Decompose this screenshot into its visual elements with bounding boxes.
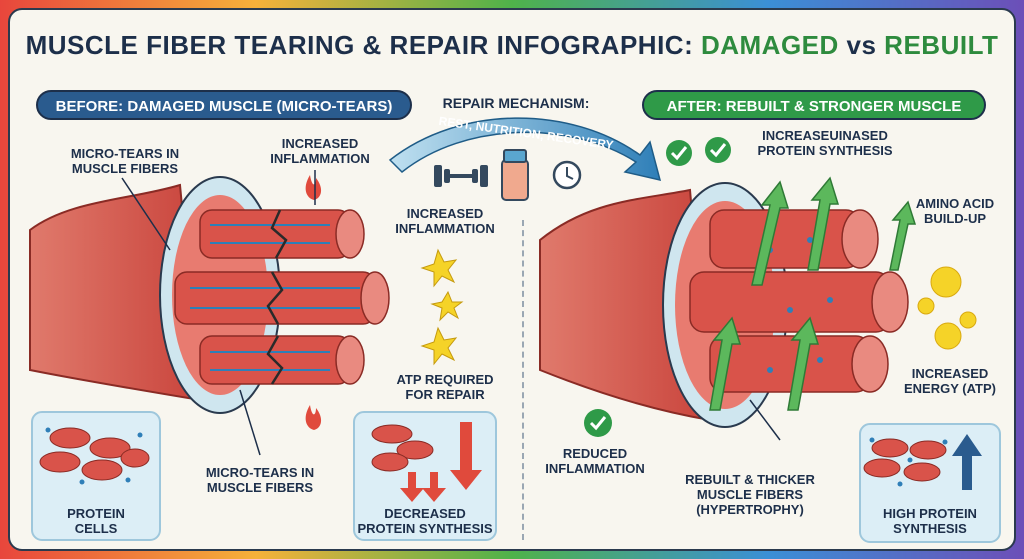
mechanism-title: REPAIR MECHANISM:: [442, 95, 590, 111]
label-micro-tears-top: MICRO-TEARS IN MUSCLE FIBERS: [70, 146, 180, 176]
section-divider: [522, 220, 524, 540]
label-rebuilt-fibers: REBUILT & THICKER MUSCLE FIBERS (HYPERTR…: [685, 472, 815, 517]
rebuilt-muscle-illustration: [539, 182, 909, 428]
title-text: MUSCLE FIBER TEARING & REPAIR INFOGRAPHI…: [25, 30, 701, 60]
label-inflammation-top: INCREASED INFLAMMATION: [270, 136, 370, 166]
label-inflammation-mid: INCREASED INFLAMMATION: [395, 206, 495, 236]
down-arrow-icon: [400, 422, 482, 502]
title-rebuilt: REBUILT: [884, 30, 999, 60]
label-reduced-inflammation: REDUCED INFLAMMATION: [545, 446, 645, 476]
title-vs: vs: [838, 30, 885, 60]
illustration-layer: [29, 117, 1001, 543]
energy-atp-icon: [917, 266, 977, 350]
check-icon: [584, 137, 731, 437]
label-increased-energy: INCREASED ENERGY (ATP): [904, 366, 996, 396]
shaker-bottle-icon: [501, 149, 529, 201]
high-synthesis-panel: [859, 423, 1001, 543]
after-header: AFTER: REBUILT & STRONGER MUSCLE: [642, 90, 986, 120]
label-protein-cells: PROTEIN CELLS: [67, 506, 125, 536]
up-arrow-icon: [952, 434, 982, 490]
page-title: MUSCLE FIBER TEARING & REPAIR INFOGRAPHI…: [10, 30, 1014, 61]
before-header: BEFORE: DAMAGED MUSCLE (MICRO-TEARS): [36, 90, 412, 120]
inflammation-flame-icon: [305, 175, 322, 430]
label-micro-tears-bottom: MICRO-TEARS IN MUSCLE FIBERS: [205, 465, 315, 495]
label-high-synthesis: HIGH PROTEIN SYNTHESIS: [883, 506, 977, 536]
decreased-synthesis-panel: [353, 411, 497, 541]
title-damaged: DAMAGED: [700, 30, 839, 60]
repair-arrow: [388, 117, 662, 182]
spark-icon: [420, 248, 464, 366]
label-amino-acid: AMINO ACID BUILD-UP: [915, 196, 995, 226]
growth-arrow-icon: [709, 176, 917, 411]
protein-cells-panel: [31, 411, 161, 541]
leader-lines: [121, 170, 781, 456]
infographic-card: MUSCLE FIBER TEARING & REPAIR INFOGRAPHI…: [8, 8, 1016, 551]
label-increased-synthesis: INCREASEUINASED PROTEIN SYNTHESIS: [757, 128, 893, 158]
label-decreased-synthesis: DECREASED PROTEIN SYNTHESIS: [357, 506, 493, 536]
dumbbell-icon: [434, 165, 488, 187]
damaged-muscle-illustration: [29, 176, 390, 414]
clock-icon: [552, 160, 582, 190]
label-atp-required: ATP REQUIRED FOR REPAIR: [396, 372, 494, 402]
